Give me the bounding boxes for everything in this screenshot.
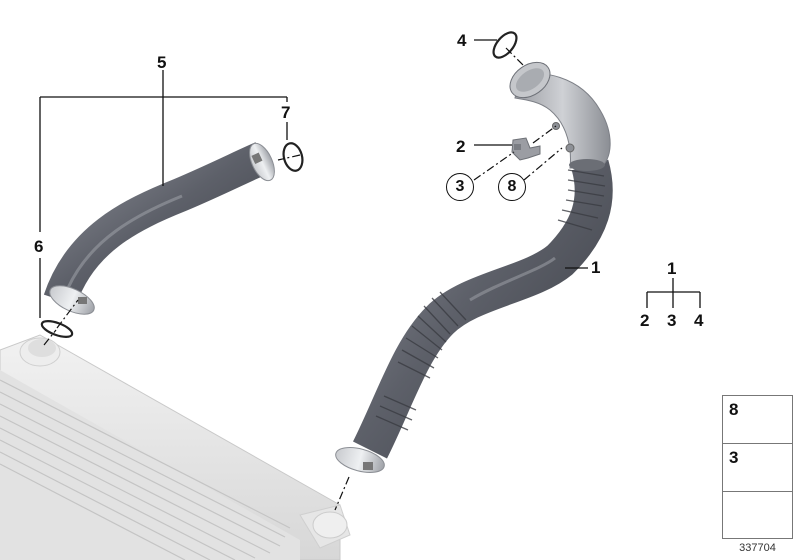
- callout-4[interactable]: 4: [457, 31, 467, 50]
- hose-1: [335, 159, 613, 473]
- callout-8-circled[interactable]: 8: [498, 173, 526, 201]
- callout-5[interactable]: 5: [157, 53, 167, 72]
- tree-child-3[interactable]: 3: [667, 311, 677, 330]
- legend-box-nut[interactable]: 8: [723, 396, 792, 444]
- legend-box-column: 8 3: [722, 395, 793, 539]
- legend-box-screw[interactable]: 3: [723, 444, 792, 492]
- callout-7[interactable]: 7: [281, 103, 291, 122]
- callout-8-label: 8: [507, 178, 517, 195]
- callout-1[interactable]: 1: [591, 258, 601, 277]
- callout-3-label: 3: [455, 178, 465, 195]
- assembly-lines: [43, 47, 563, 511]
- tree-child-2[interactable]: 2: [640, 311, 650, 330]
- legend-box-direction: [723, 492, 792, 538]
- intercooler: [0, 334, 351, 560]
- elbow-pipe: [509, 61, 611, 171]
- callout-2[interactable]: 2: [456, 137, 466, 156]
- bracket-2: [511, 137, 541, 161]
- tree-child-4[interactable]: 4: [694, 311, 704, 330]
- callout-6[interactable]: 6: [34, 237, 44, 256]
- legend-number-3: 3: [729, 448, 739, 467]
- o-ring-4: [492, 31, 518, 59]
- hose-5: [43, 142, 275, 315]
- tree-parent-1[interactable]: 1: [667, 259, 677, 278]
- o-ring-7: [282, 142, 304, 172]
- o-ring-6: [40, 320, 74, 338]
- reference-number: 337704: [739, 542, 776, 554]
- callout-3-circled[interactable]: 3: [446, 173, 474, 201]
- leader-lines: [39, 39, 701, 318]
- legend-number-8: 8: [729, 400, 739, 419]
